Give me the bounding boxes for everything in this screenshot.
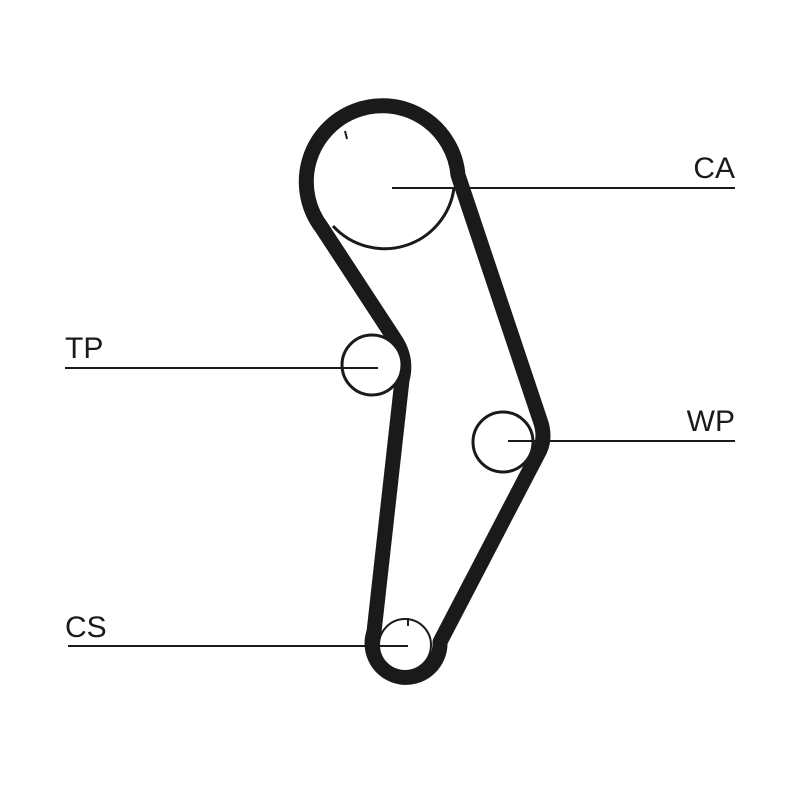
tp-label: TP bbox=[65, 332, 103, 365]
crankshaft-pulley bbox=[378, 618, 432, 672]
camshaft-pulley bbox=[344, 130, 348, 140]
tensioner-pulley bbox=[340, 333, 404, 397]
camshaft-timing-mark bbox=[344, 130, 348, 140]
wp-label: WP bbox=[687, 405, 735, 438]
ca-label: CA bbox=[693, 152, 735, 185]
timing-belt bbox=[298, 98, 551, 685]
belt-inner-edge bbox=[331, 187, 456, 251]
cs-label: CS bbox=[65, 611, 107, 644]
